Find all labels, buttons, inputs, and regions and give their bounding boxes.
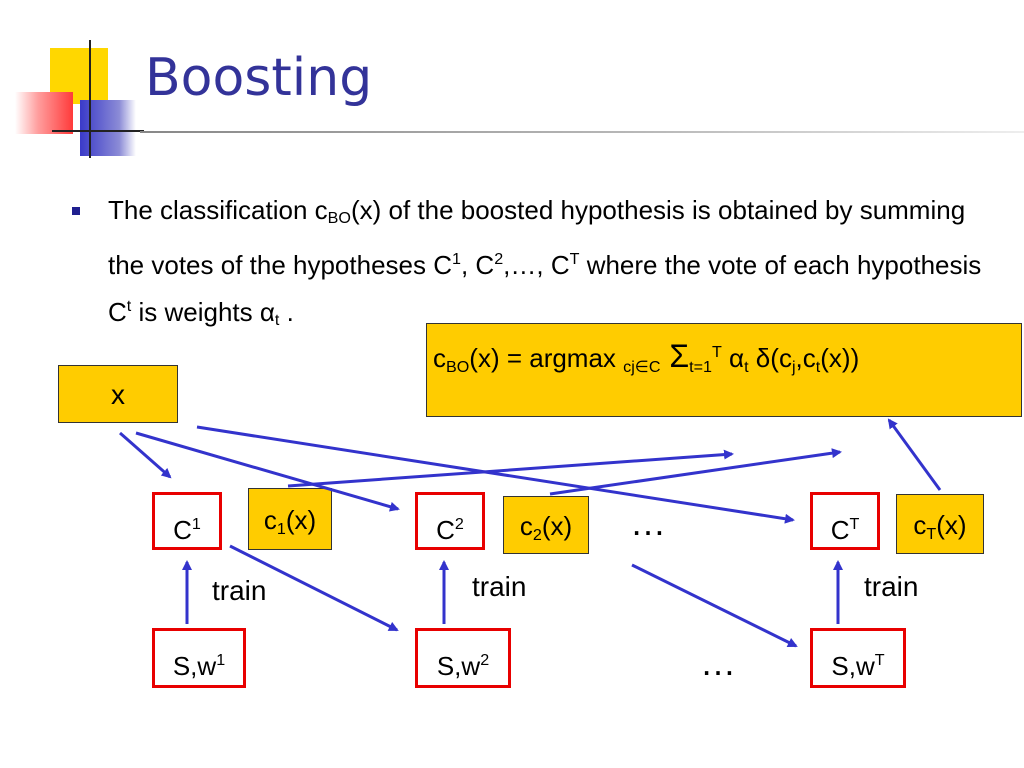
train-label-2: train bbox=[472, 571, 527, 602]
sample-box-1: S,w1 bbox=[152, 628, 246, 688]
arrow-c1-to-s2 bbox=[229, 544, 399, 632]
arrow-x-to-cT bbox=[196, 425, 795, 524]
slide-title: Boosting bbox=[145, 48, 373, 108]
arrow-x-to-c1 bbox=[119, 431, 172, 479]
arrow-c2x-to-formula bbox=[549, 448, 842, 496]
train-label-T: train bbox=[864, 571, 919, 602]
logo-vertical-line bbox=[89, 40, 91, 158]
ellipsis-bottom: … bbox=[700, 642, 738, 683]
input-x-box: x bbox=[58, 365, 178, 423]
arrow-c1x-to-formula bbox=[287, 449, 734, 488]
classifier-box-1: C1 bbox=[152, 492, 222, 550]
arrow-ellipsis-to-sT bbox=[631, 563, 798, 648]
arrow-x-to-c2 bbox=[135, 431, 400, 512]
logo-red-square bbox=[15, 92, 73, 134]
output-box-2: c2(x) bbox=[503, 496, 589, 554]
output-box-1: c1(x) bbox=[248, 488, 332, 550]
bullet-text: The classification cBO(x) of the boosted… bbox=[108, 195, 982, 329]
sample-box-T: S,wT bbox=[810, 628, 906, 688]
formula-box: cBO(x) = argmax cj∈C Σt=1T αt δ(cj,ct(x)… bbox=[426, 323, 1022, 417]
arrow-cTx-to-formula bbox=[887, 418, 942, 491]
logo-horizontal-line bbox=[52, 130, 144, 132]
classifier-box-T: CT bbox=[810, 492, 880, 550]
title-rule bbox=[140, 131, 1024, 133]
classifier-box-2: C2 bbox=[415, 492, 485, 550]
ellipsis-top: … bbox=[630, 502, 668, 543]
sample-box-2: S,w2 bbox=[415, 628, 511, 688]
output-box-T: cT(x) bbox=[896, 494, 984, 554]
train-label-1: train bbox=[212, 575, 267, 606]
bullet-square-icon bbox=[72, 207, 80, 215]
